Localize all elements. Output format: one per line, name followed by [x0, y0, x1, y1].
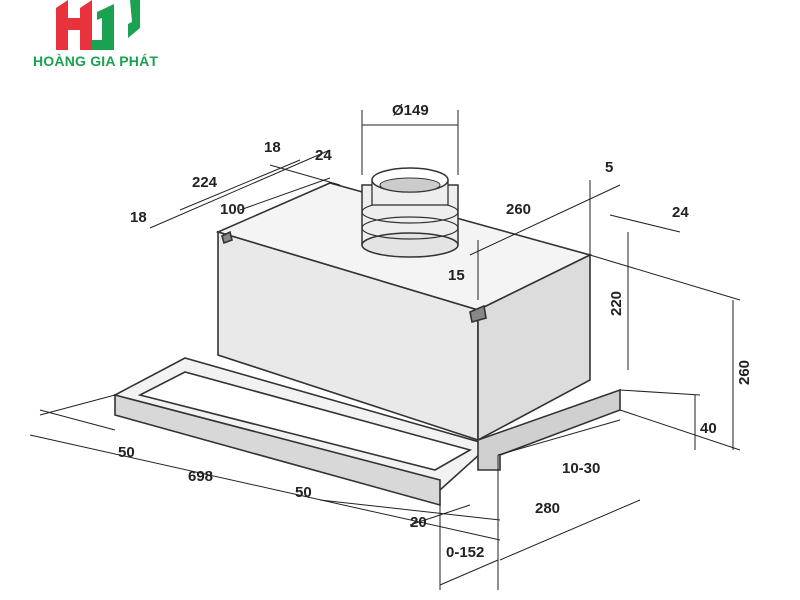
- label-220: 220: [608, 291, 625, 316]
- label-40: 40: [700, 420, 717, 437]
- label-10-30: 10-30: [562, 460, 600, 477]
- label-280: 280: [535, 500, 560, 517]
- label-18-left: 18: [130, 209, 147, 226]
- label-0-152: 0-152: [446, 544, 484, 561]
- label-50-left: 50: [118, 444, 135, 461]
- label-24-right: 24: [672, 204, 689, 221]
- label-50-front: 50: [295, 484, 312, 501]
- label-15: 15: [448, 267, 465, 284]
- label-5: 5: [605, 159, 613, 176]
- brand-logo: [40, 0, 200, 80]
- label-698: 698: [188, 468, 213, 485]
- label-18-top: 18: [264, 139, 281, 156]
- label-260-depth: 260: [506, 201, 531, 218]
- label-duct-diameter: Ø149: [392, 102, 429, 119]
- label-224: 224: [192, 174, 218, 191]
- brand-name: HOÀNG GIA PHÁT: [33, 53, 159, 69]
- dimension-labels: Ø149 18 24 224 100 18 260 5 24 15 220 26…: [118, 102, 753, 561]
- label-100: 100: [220, 201, 245, 218]
- label-260-height: 260: [736, 360, 753, 385]
- dimension-lines: [29, 110, 741, 590]
- exhaust-duct: [361, 167, 459, 258]
- label-20: 20: [410, 514, 427, 531]
- slide-out-tray: [112, 357, 621, 507]
- label-24-top: 24: [315, 147, 332, 164]
